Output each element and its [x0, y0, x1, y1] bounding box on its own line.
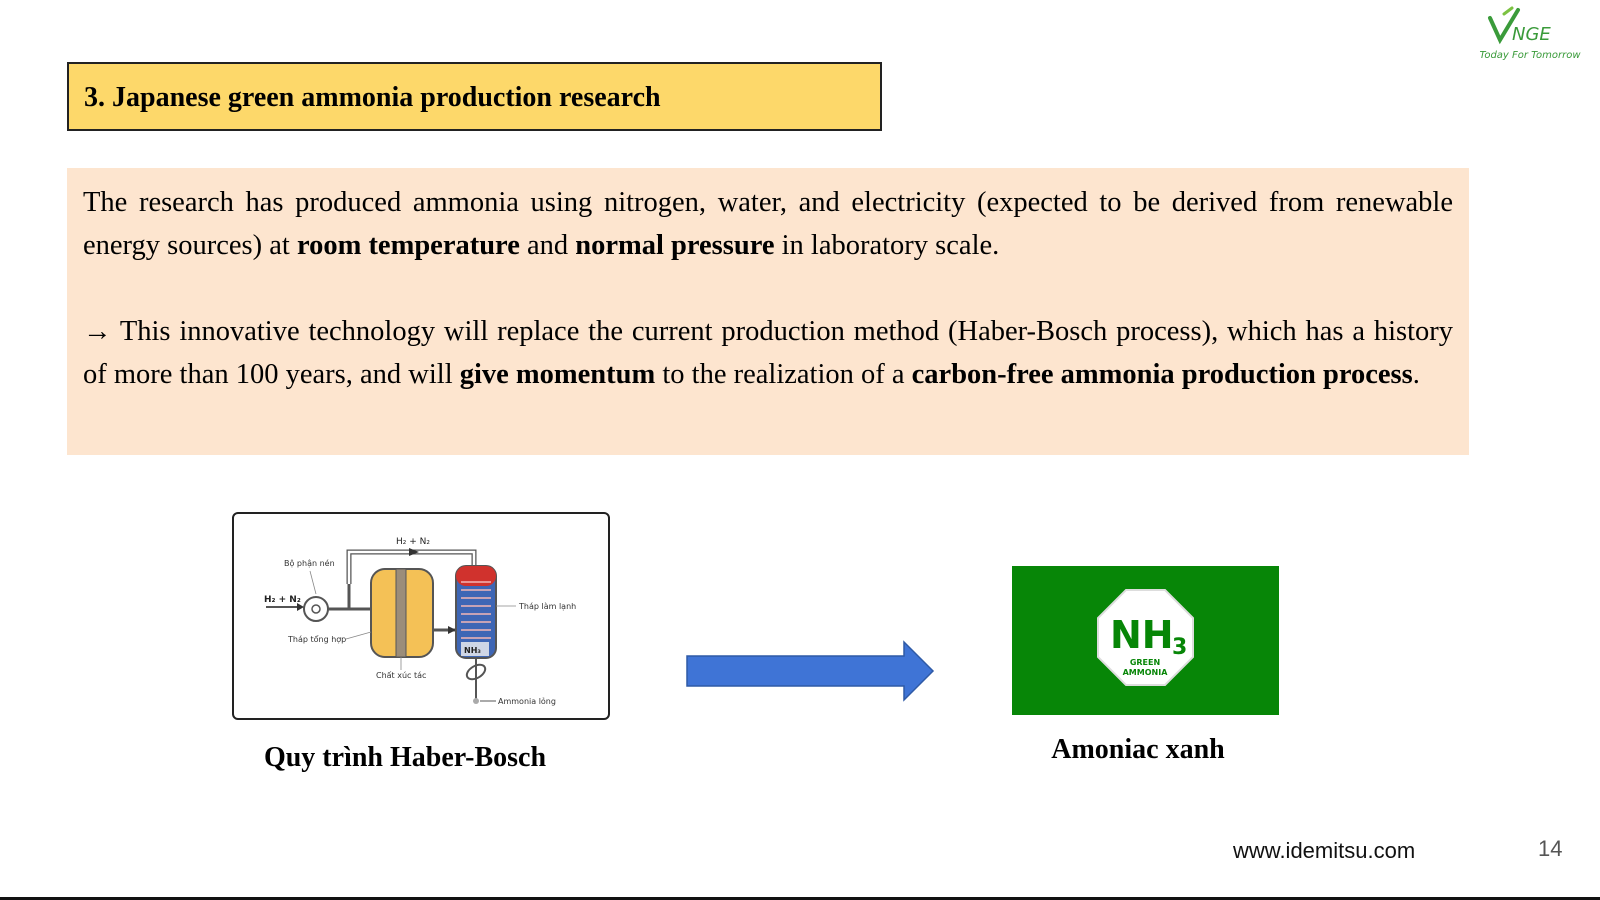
label-liquid-ammonia: Ammonia lỏng — [498, 696, 556, 706]
paragraph-2-bold-give-momentum: give momentum — [459, 359, 656, 390]
label-compressor: Bộ phận nén — [284, 558, 335, 569]
label-top-gases: H₂ + N₂ — [396, 537, 430, 547]
label-synthesis-tower: Tháp tổng hợp — [287, 634, 346, 644]
slide-title: 3. Japanese green ammonia production res… — [84, 82, 661, 113]
label-input-gases: H₂ + N₂ — [264, 595, 301, 605]
octagon-badge-icon — [1097, 589, 1194, 686]
badge-line-ammonia: AMMONIA — [1123, 668, 1169, 677]
paragraph-2-text-end: . — [1412, 359, 1420, 390]
paragraph-2-bold-carbon-free: carbon-free ammonia production process — [911, 359, 1413, 390]
paragraph-1-text: The research has produced ammonia using … — [83, 187, 1453, 261]
page-number: 14 — [1538, 836, 1563, 861]
label-nh3: NH₃ — [464, 646, 481, 655]
bottom-divider — [0, 897, 1600, 900]
valve-icon — [465, 663, 487, 681]
right-arrow-icon — [686, 640, 935, 702]
footer-url[interactable]: www.idemitsu.com — [1233, 838, 1416, 863]
haber-bosch-diagram: H₂ + N₂ Bộ phận nén H₂ + N₂ Tháp tổng hợ… — [232, 512, 610, 720]
paragraph-1-bold-room-temperature: room temperature — [296, 230, 520, 261]
nh3-formula: NH — [1110, 613, 1174, 657]
slide-title-box: 3. Japanese green ammonia production res… — [67, 62, 882, 131]
logo-tagline: Today For Tomorrow — [1479, 50, 1581, 61]
paragraph-2: → This innovative technology will replac… — [83, 310, 1453, 396]
green-ammonia-badge: NH 3 GREEN AMMONIA — [1097, 589, 1194, 686]
green-ammonia-caption: Amoniac xanh — [1051, 734, 1225, 765]
badge-line-green: GREEN — [1130, 658, 1160, 667]
nh3-subscript: 3 — [1172, 635, 1187, 660]
paragraph-1: The research has produced ammonia using … — [83, 181, 1453, 267]
label-catalyst: Chất xúc tác — [376, 670, 426, 680]
svg-text:NGE: NGE — [1512, 24, 1551, 45]
paragraph-1-bold-normal-pressure: normal pressure — [575, 230, 775, 261]
paragraph-1-text-mid: and — [519, 230, 576, 261]
compressor-icon — [303, 596, 329, 622]
paragraph-2-text: → This innovative technology will replac… — [83, 316, 1453, 390]
paragraph-1-text-end: in laboratory scale. — [774, 230, 1000, 261]
vnge-logo-icon: NGE — [1488, 6, 1551, 45]
green-ammonia-panel: NH 3 GREEN AMMONIA — [1012, 566, 1279, 715]
haber-bosch-caption: Quy trình Haber-Bosch — [263, 742, 547, 773]
haber-bosch-svg: H₂ + N₂ Bộ phận nén H₂ + N₂ Tháp tổng hợ… — [264, 537, 576, 706]
content-box: The research has produced ammonia using … — [67, 168, 1469, 455]
company-logo: NGE Today For Tomorrow — [1468, 6, 1592, 66]
paragraph-2-text-mid: to the realization of a — [655, 359, 912, 390]
flow-arrow-icon — [409, 548, 419, 556]
label-cooling-tower: Tháp làm lạnh — [518, 602, 576, 612]
